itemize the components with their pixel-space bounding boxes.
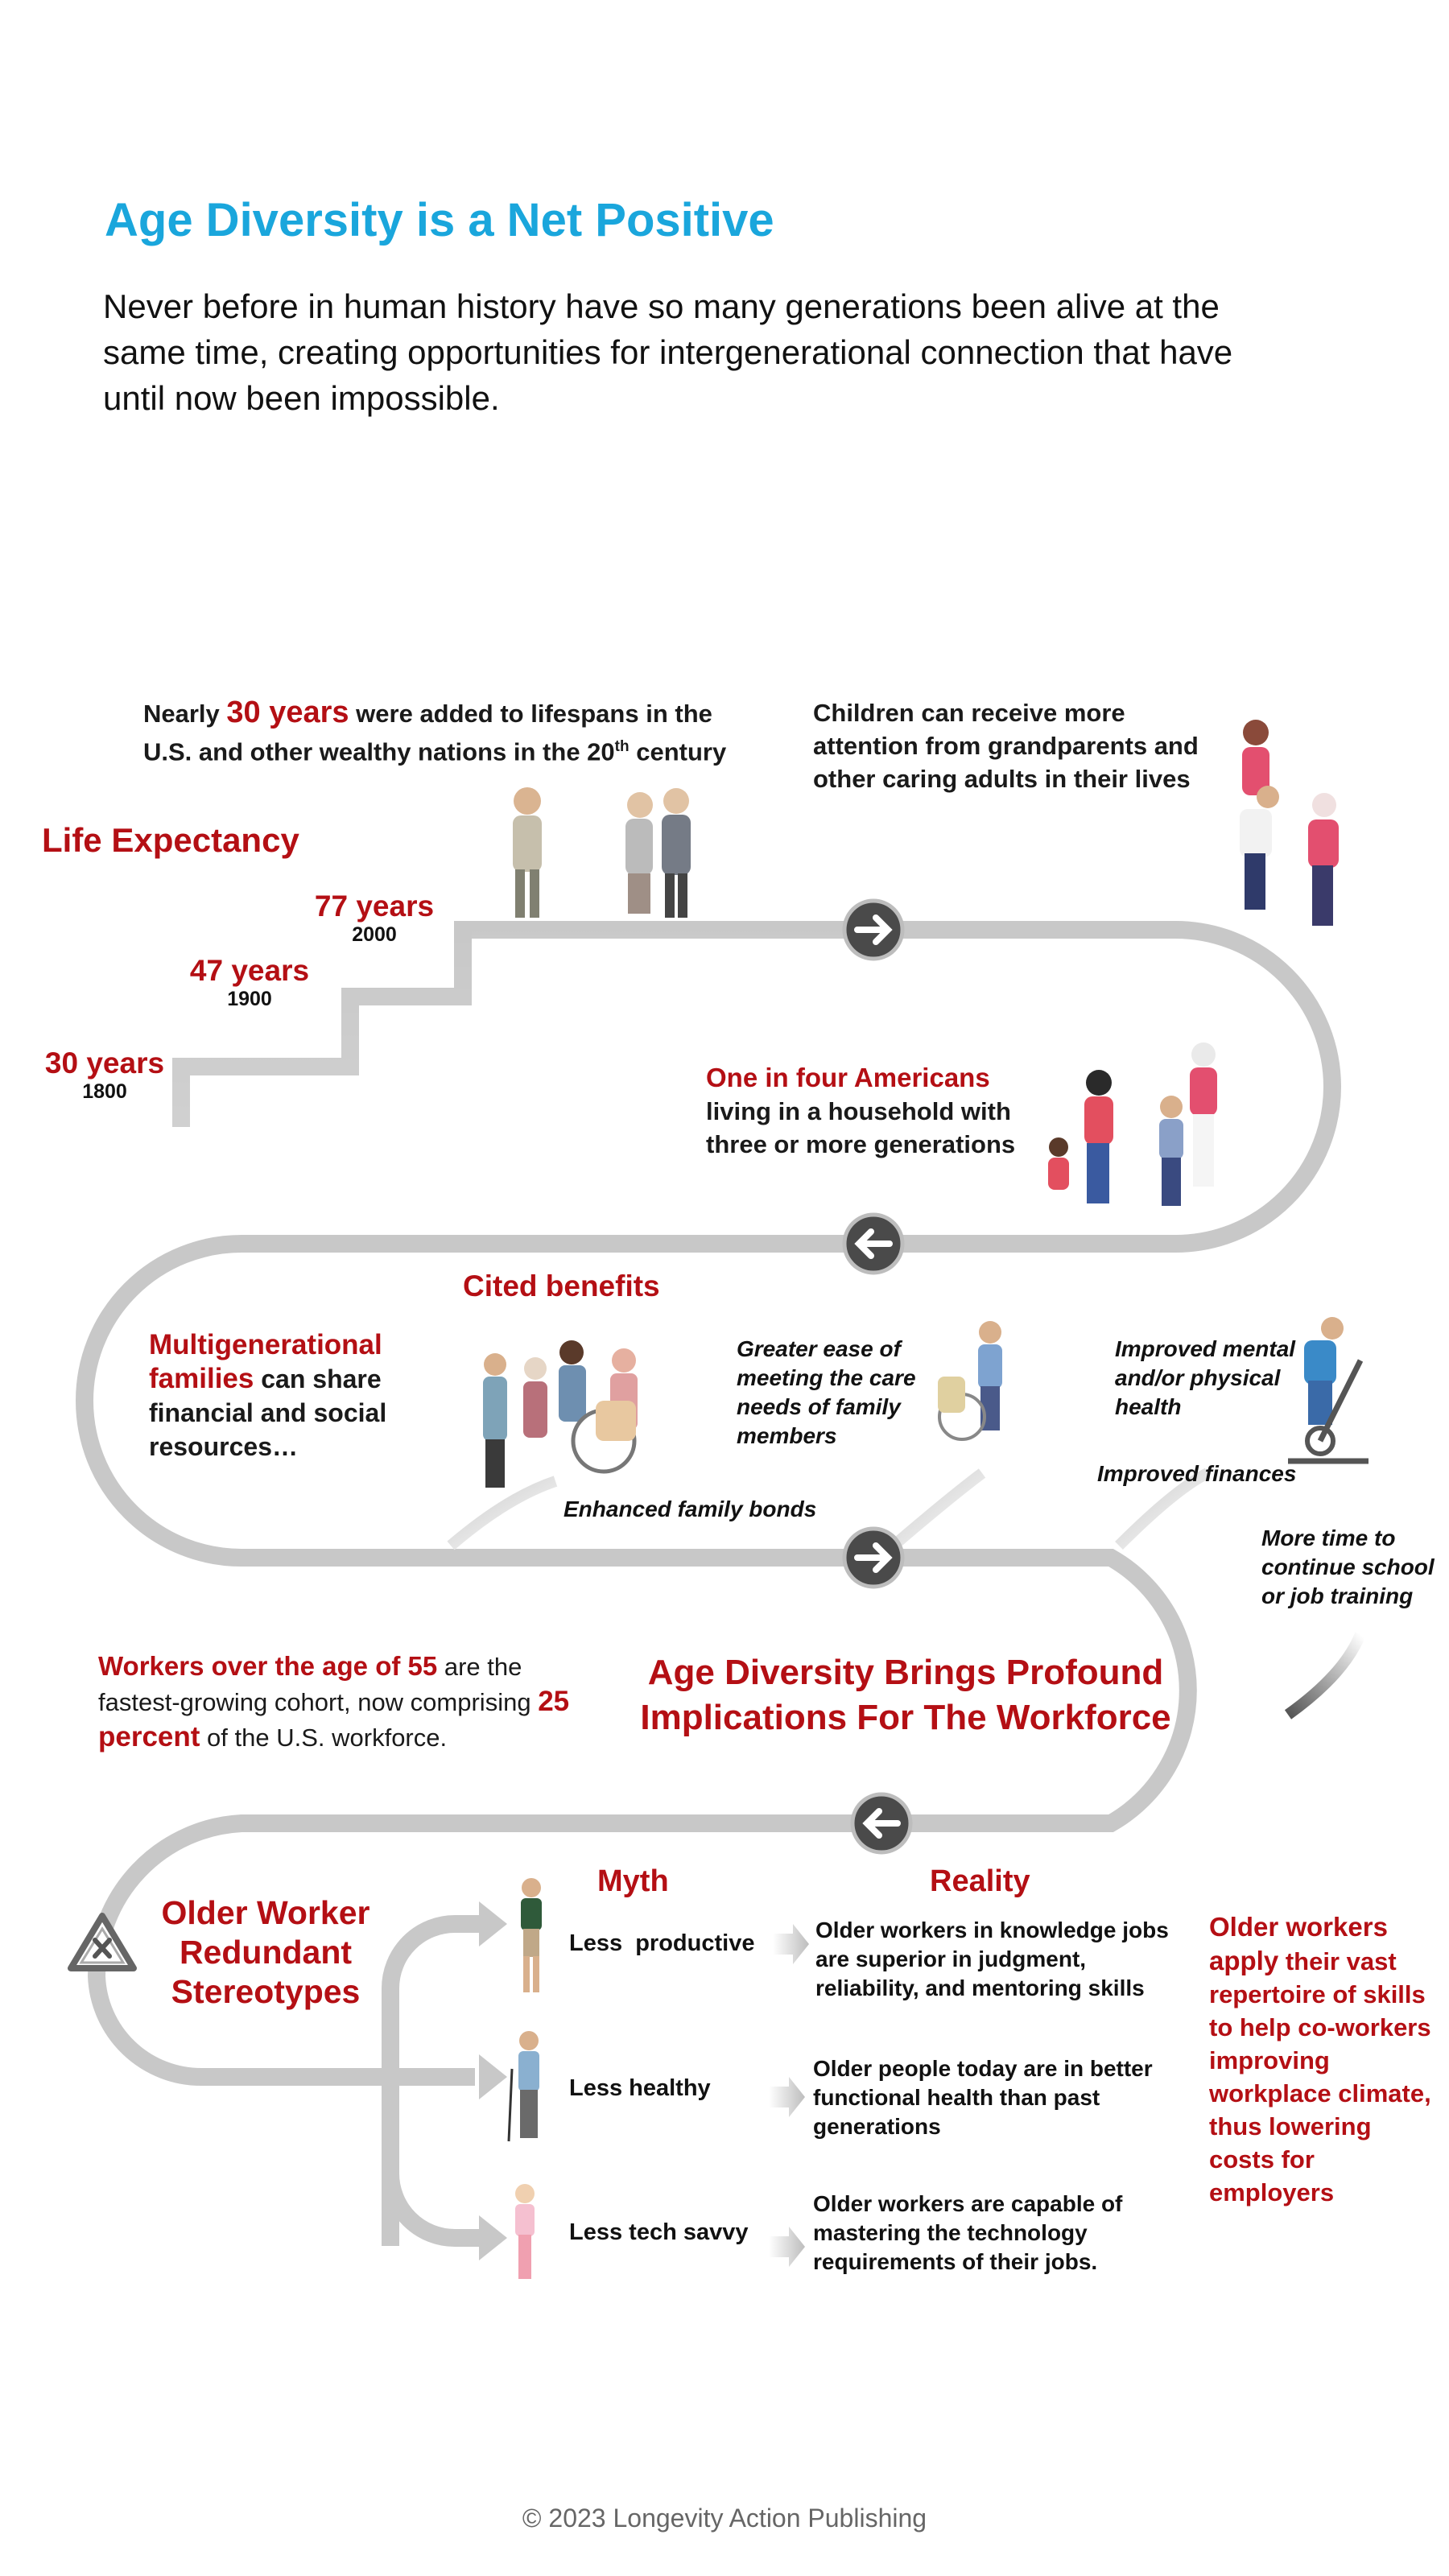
myth-item: Less healthy: [569, 2075, 711, 2101]
workers-highlight-percent: 25 percent: [98, 1686, 570, 1752]
multigen-paragraph: Multigenerational families can share fin…: [149, 1328, 415, 1463]
workforce-heading: Age Diversity Brings Profound Implicatio…: [640, 1653, 1171, 1737]
arrow-right-icon: [842, 898, 905, 961]
intro-paragraph: Never before in human history have so ma…: [103, 287, 1233, 417]
reality-item: Older workers in knowledge jobs are supe…: [815, 1918, 1169, 2000]
reality-header: Reality: [930, 1864, 1030, 1898]
apply-paragraph: Older workers apply their vast repertoir…: [1209, 1910, 1443, 2209]
footer-copyright: © 2023 Longevity Action Publishing: [522, 2504, 927, 2533]
warning-triangle-icon: [68, 1913, 137, 1971]
lifespan-sup: th: [614, 738, 630, 755]
household-highlight: One in four Americans: [706, 1063, 990, 1092]
step-value: 77 years: [314, 890, 435, 923]
workers-text-1: are the fastest-growing cohort, now comp…: [98, 1653, 539, 1716]
life-expectancy-step: 77 years 2000: [302, 890, 447, 947]
myth-item: Less productive: [569, 1930, 755, 1956]
step-value: 47 years: [189, 954, 310, 987]
lifespan-suffix: were added to lifespans in the U.S. and …: [143, 700, 712, 766]
step-year: 1900: [227, 988, 272, 1010]
multigen-highlight: Multigenerational families: [149, 1329, 382, 1394]
life-expectancy-step: 30 years 1800: [32, 1046, 177, 1104]
myth-item: Less tech savvy: [569, 2219, 749, 2245]
apply-text: their vast repertoire of skills to help …: [1209, 1947, 1431, 2207]
cited-benefits-heading: Cited benefits: [463, 1269, 660, 1302]
life-expectancy-heading: Life Expectancy: [42, 821, 299, 859]
arrow-left-icon: [842, 1212, 905, 1275]
step-year: 2000: [352, 923, 397, 946]
stereotypes-heading: Older Worker Redundant Stereotypes: [161, 1894, 370, 2010]
workers-highlight-age: Workers over the age of 55: [98, 1651, 438, 1681]
lifespan-highlight: 30 years: [226, 696, 349, 729]
workers-text-2: of the U.S. workforce.: [200, 1724, 448, 1752]
apply-highlight: Older workers apply: [1209, 1912, 1388, 1975]
benefit-bonds: Enhanced family bonds: [564, 1496, 817, 1521]
step-year: 1800: [82, 1080, 127, 1103]
lifespan-paragraph: Nearly 30 years were added to lifespans …: [143, 696, 739, 768]
benefit-care: Greater ease of meeting the care needs o…: [737, 1336, 916, 1448]
children-paragraph: Children can receive more attention from…: [813, 699, 1199, 793]
household-text: living in a household with three or more…: [706, 1097, 1016, 1158]
reality-item: Older people today are in better functio…: [813, 2056, 1153, 2139]
caregiver-wheelchair-illustration: [938, 1321, 1002, 1441]
benefit-school: More time to continue school or job trai…: [1261, 1525, 1435, 1608]
workers-paragraph: Workers over the age of 55 are the faste…: [98, 1649, 581, 1755]
arrow-right-icon: [842, 1526, 905, 1589]
benefit-finances: Improved finances: [1097, 1461, 1297, 1486]
arrow-left-icon: [850, 1792, 913, 1855]
lifespan-prefix: Nearly: [143, 700, 227, 728]
page-title: Age Diversity is a Net Positive: [105, 194, 774, 246]
household-illustration: [1048, 1042, 1217, 1206]
exercise-bike-illustration: [1288, 1317, 1368, 1464]
reality-item: Older workers are capable of mastering t…: [813, 2191, 1123, 2274]
multigenerational-family-illustration: [483, 1340, 638, 1488]
life-expectancy-step: 47 years 1900: [177, 954, 322, 1011]
benefit-health: Improved mental and/or physical health: [1115, 1336, 1296, 1419]
household-paragraph: One in four Americans living in a househ…: [706, 1061, 1028, 1161]
family-illustration-top-right: [1240, 720, 1339, 926]
serpentine-path: [76, 921, 1341, 2086]
step-value: 30 years: [44, 1046, 165, 1080]
multigen-text: can share financial and social resources…: [149, 1364, 387, 1461]
elderly-people-illustration: [513, 787, 691, 918]
older-worker-figures: [507, 1878, 542, 2279]
lifespan-end: century: [629, 737, 727, 766]
myth-header: Myth: [597, 1864, 669, 1898]
